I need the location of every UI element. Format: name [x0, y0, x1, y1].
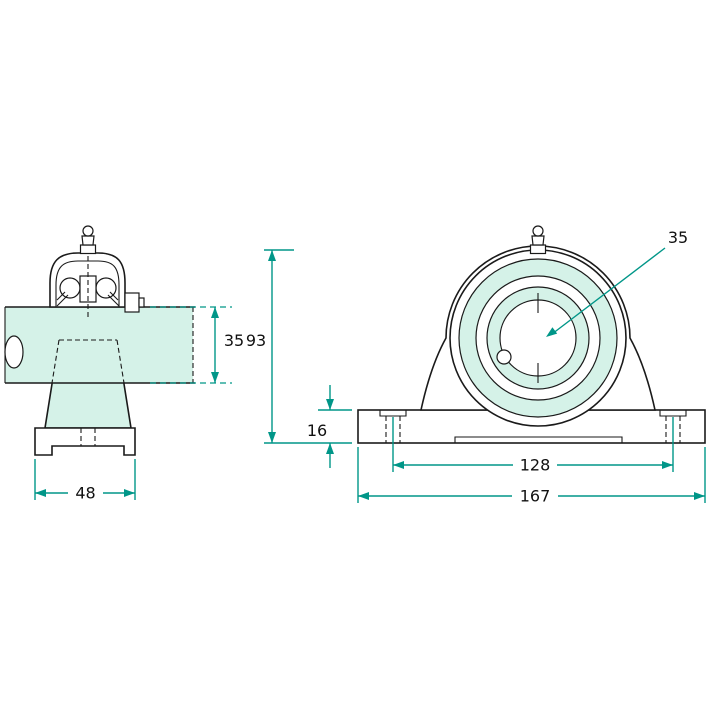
dim-label-bore-diameter: 35 — [668, 228, 688, 247]
set-screw-hole — [496, 349, 512, 365]
front-view — [357, 225, 706, 444]
hatch-line — [107, 294, 120, 307]
side-view — [4, 225, 195, 456]
hidden-right-slope — [116, 339, 125, 384]
dim-bolt-spacing: 128 — [392, 417, 674, 475]
dim-base-height: 16 — [307, 385, 352, 468]
dim-overall-height: 93 — [246, 249, 352, 444]
hidden-left-slope — [51, 339, 60, 384]
hatch-line — [56, 291, 66, 301]
arrowhead — [35, 489, 46, 497]
arrowhead — [124, 489, 135, 497]
dim-label-overall-height: 93 — [246, 331, 266, 350]
arrowhead — [546, 327, 558, 337]
bolt-slot-left — [379, 410, 407, 417]
arrowhead — [662, 461, 673, 469]
base-recess — [454, 436, 623, 443]
side-base — [34, 427, 136, 456]
side-lug — [124, 292, 140, 313]
arrowhead — [326, 443, 334, 454]
arrowhead — [358, 492, 369, 500]
shaft-fill — [5, 307, 193, 383]
dimensions: 35 48 93 16 — [34, 228, 706, 506]
hatch-line — [56, 294, 69, 307]
arrowhead — [211, 307, 219, 318]
arrowhead — [393, 461, 404, 469]
dim-label-base-width: 48 — [75, 484, 95, 503]
side-lug-tip — [138, 297, 145, 308]
dim-label-base-height: 16 — [307, 421, 327, 440]
dim-shaft-diameter: 35 — [150, 306, 244, 384]
grease-base — [79, 244, 97, 255]
grease-base — [529, 244, 547, 255]
arrowhead — [211, 372, 219, 383]
grease-hex — [531, 235, 545, 246]
bearing-ball — [59, 277, 81, 299]
dim-label-overall-length: 167 — [520, 487, 551, 506]
hatch-line — [109, 291, 119, 301]
arrowhead — [694, 492, 705, 500]
dim-overall-length: 167 — [357, 447, 706, 506]
dim-label-shaft-diameter: 35 — [224, 331, 244, 350]
dim-bore-diameter: 35 — [546, 228, 688, 337]
grease-fitting-side — [79, 225, 97, 255]
dim-base-width: 48 — [34, 459, 136, 503]
arrowhead — [268, 432, 276, 443]
dim-label-bolt-spacing: 128 — [520, 456, 551, 475]
shaft-end-detail — [4, 335, 24, 369]
grease-ball — [82, 225, 94, 237]
grease-fitting-front — [529, 225, 547, 255]
side-shaft — [4, 306, 195, 384]
grease-hex — [81, 235, 95, 246]
arrowhead — [326, 399, 334, 410]
leader-line — [551, 247, 666, 335]
grease-ball — [532, 225, 544, 237]
arrowhead — [268, 250, 276, 261]
bolt-slot-right — [659, 410, 687, 417]
